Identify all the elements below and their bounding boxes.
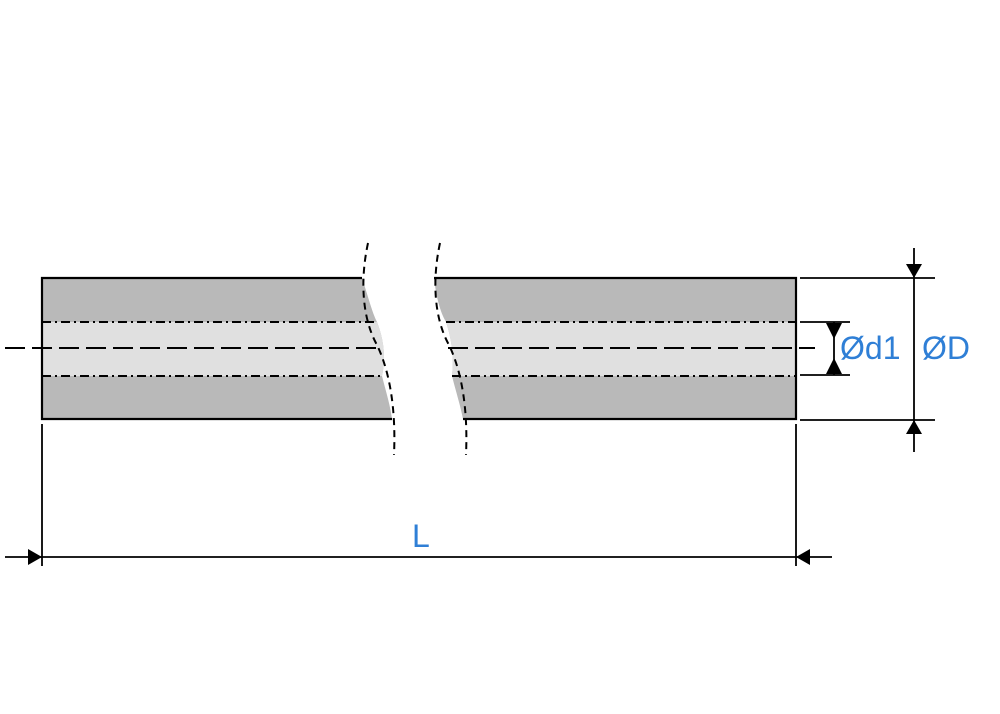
inner-diameter-arrow-top [826, 323, 842, 339]
length-dimension [5, 424, 832, 566]
outer-diameter-arrow-top [906, 264, 922, 278]
length-arrow-right [796, 549, 810, 565]
inner-diameter-label: Ød1 [840, 330, 901, 366]
length-arrow-left [28, 549, 42, 565]
outer-diameter-label: ØD [922, 330, 970, 366]
inner-diameter-dimension [800, 321, 850, 376]
tube-right-outline [434, 276, 798, 421]
inner-diameter-arrow-bottom [826, 358, 842, 374]
outer-diameter-dimension [800, 248, 935, 452]
outer-diameter-arrow-bottom [906, 420, 922, 434]
length-label: L [412, 518, 430, 554]
